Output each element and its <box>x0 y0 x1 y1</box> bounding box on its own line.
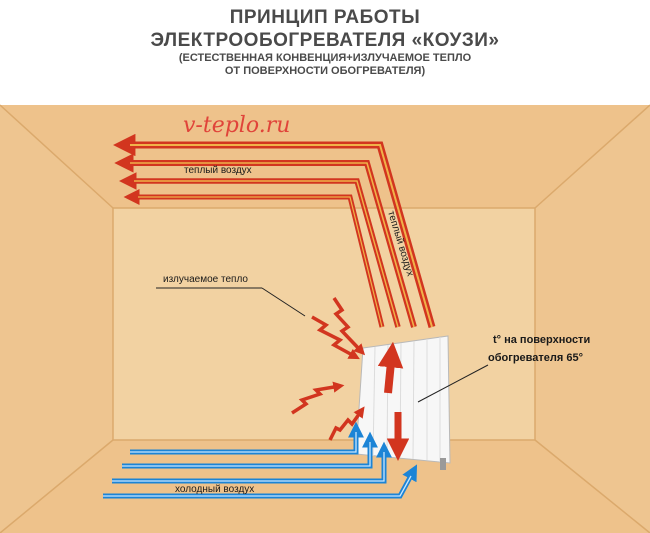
floor <box>0 440 650 533</box>
label-warm-air-ceiling: теплый воздух <box>184 165 252 176</box>
radiant-arrow-2 <box>332 297 366 356</box>
subtitle-line-2: ОТ ПОВЕРХНОСТИ ОБОГРЕВАТЕЛЯ) <box>224 65 426 77</box>
label-surface-temp-2: обогревателя 65° <box>488 352 583 364</box>
label-cold-air: холодный воздух <box>175 484 254 495</box>
leader-lines <box>156 287 489 403</box>
label-radiant-heat: излучаемое тепло <box>163 274 248 285</box>
title-line-2: ЭЛЕКТРООБОГРЕВАТЕЛЯ «КОУЗИ» <box>150 30 500 51</box>
radiant-arrow-3 <box>291 381 345 415</box>
heater-leg <box>440 458 446 470</box>
heater-flow-arrows <box>377 341 410 461</box>
cold-air-arrows <box>103 421 418 499</box>
radiant-arrow-1 <box>311 315 360 360</box>
temp-leader-line <box>417 364 489 403</box>
left-wall <box>0 105 113 533</box>
title-block: ПРИНЦИП РАБОТЫ ЭЛЕКТРООБОГРЕВАТЕЛЯ «КОУЗ… <box>0 6 650 78</box>
watermark: v-teplo.ru <box>183 113 290 138</box>
label-surface-temp-1: t° на поверхности <box>493 334 590 346</box>
title-line-1: ПРИНЦИП РАБОТЫ <box>229 7 421 28</box>
warm-air-arrows <box>113 133 436 328</box>
right-wall <box>535 105 650 533</box>
subtitle-line-1: (ЕСТЕСТВЕННАЯ КОНВЕНЦИЯ+ИЗЛУЧАЕМОЕ ТЕПЛО <box>178 52 472 64</box>
room <box>0 104 650 533</box>
